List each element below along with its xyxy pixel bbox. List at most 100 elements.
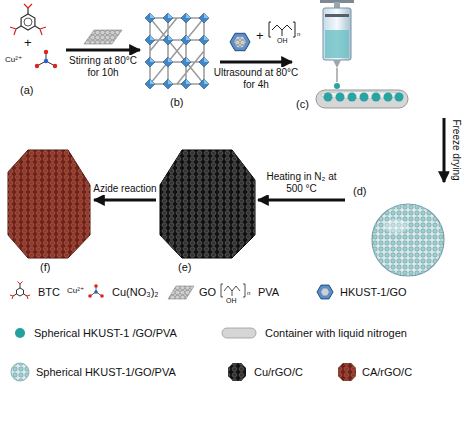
- syringe: [325, 14, 349, 17]
- plus-sign: +: [24, 36, 32, 50]
- syringe: [336, 68, 337, 82]
- hkust-go-icon: [234, 37, 246, 47]
- stage-panel: (e): [156, 146, 258, 276]
- liquid-nitrogen-container: [324, 93, 333, 102]
- legend-label: Container with liquid nitrogen: [265, 327, 407, 340]
- btc-molecule: [24, 18, 32, 26]
- legend-icons: [15, 328, 25, 338]
- repeat-index: n: [247, 290, 250, 297]
- ion-label: Cu²⁺: [67, 287, 84, 296]
- liquid-nitrogen-container: [395, 93, 404, 102]
- stage-label: (e): [178, 261, 191, 274]
- legend-icons: [100, 294, 104, 298]
- hkust-framework: [181, 35, 191, 45]
- go-sheet: [84, 30, 122, 44]
- stage-panel: (a): [4, 2, 66, 108]
- nitrate-ion: [44, 50, 48, 54]
- legend-label: BTC: [38, 286, 60, 299]
- legend-icons: [317, 285, 333, 299]
- process-arrow: [66, 49, 140, 52]
- group-label: OH: [277, 37, 288, 45]
- hkust-framework: [199, 13, 209, 23]
- hkust-framework: [199, 57, 209, 67]
- ca-rgo-c-particle: [8, 150, 90, 258]
- legend-icons: [10, 282, 30, 300]
- stage-label: (b): [170, 96, 183, 109]
- legend-icons: [338, 363, 356, 381]
- legend-label: HKUST-1/GO: [340, 286, 407, 299]
- hkust-framework: [145, 13, 155, 23]
- syringe: [320, 0, 354, 89]
- hkust-framework: [145, 57, 155, 67]
- pva-structure: [272, 25, 292, 36]
- legend-icons: [94, 284, 98, 288]
- hkust-framework: [163, 57, 173, 67]
- btc-molecule: [21, 14, 35, 30]
- legend-icons: [11, 363, 29, 381]
- ion-label: Cu²⁺: [5, 56, 22, 65]
- legend-icons: [222, 328, 256, 338]
- step-condition: Stirring at 80°C for 10h: [63, 55, 143, 79]
- legend-icons: [94, 290, 98, 294]
- nitrate-ion: [44, 59, 48, 63]
- legend-label: Spherical HKUST-1/GO/PVA: [36, 366, 176, 379]
- liquid-nitrogen-container: [316, 90, 408, 108]
- hkust-framework: [181, 57, 191, 67]
- spherical-composite: [372, 204, 444, 276]
- cu-rgo-c-particle: [160, 150, 255, 258]
- nitrate-ion: [53, 64, 57, 68]
- legend-icons: [88, 294, 92, 298]
- liquid-nitrogen-container: [384, 93, 393, 102]
- step-condition: Azide reaction: [92, 183, 157, 195]
- hkust-framework: [150, 18, 204, 84]
- process-arrow: [220, 61, 292, 64]
- legend-label: PVA: [258, 286, 279, 299]
- hkust-framework: [145, 35, 155, 45]
- legend-icons: [221, 284, 245, 297]
- stage-label: (d): [353, 185, 366, 198]
- process-arrow: [258, 199, 345, 202]
- liquid-nitrogen-container: [348, 93, 357, 102]
- liquid-nitrogen-container: [336, 93, 345, 102]
- cu-rgo-c-particle: [160, 150, 255, 258]
- plus-sign: +: [256, 29, 264, 43]
- hkust-framework: [181, 13, 191, 23]
- spherical-composite: [384, 219, 408, 233]
- liquid-nitrogen-container: [372, 93, 381, 102]
- step-condition: Ultrasound at 80°C for 4h: [209, 67, 303, 91]
- hkust-framework: [181, 79, 191, 89]
- cu-rgo-c-particle: [160, 150, 255, 258]
- stage-panel: (f): [4, 146, 94, 276]
- hkust-framework: [163, 13, 173, 23]
- hkust-framework: [199, 35, 209, 45]
- hkust-framework: [145, 13, 209, 89]
- pva-structure: [269, 22, 295, 37]
- legend-icons: [228, 363, 246, 381]
- legend-icons: [321, 289, 329, 296]
- process-arrow: [94, 199, 156, 202]
- legend-icons: [11, 363, 29, 381]
- stage-panel: (c): [292, 0, 460, 118]
- syringe: [325, 30, 349, 58]
- legend-icons: [168, 286, 194, 299]
- legend-icons: [17, 288, 24, 296]
- stage-panel: (d): [345, 182, 470, 278]
- legend-label: Spherical HKUST-1 /GO/PVA: [34, 327, 177, 340]
- btc-molecule: [10, 4, 46, 35]
- hkust-go-icon: [230, 33, 250, 50]
- pva-structure: [269, 22, 295, 37]
- ca-rgo-c-particle: [8, 150, 90, 258]
- legend-icons: [338, 363, 356, 381]
- liquid-nitrogen-container: [360, 93, 369, 102]
- legend-label: Cu/rGO/C: [254, 366, 303, 379]
- hkust-go-icon: [230, 33, 250, 50]
- liquid-nitrogen-container: [316, 90, 408, 108]
- syringe: [334, 83, 340, 89]
- nitrate-ion: [35, 50, 57, 68]
- legend-label: GO: [199, 286, 216, 299]
- repeat-index: n: [297, 31, 300, 38]
- syringe: [333, 60, 341, 68]
- legend-label: Cu(NO₃)₂: [112, 286, 159, 299]
- go-sheet: [84, 30, 122, 44]
